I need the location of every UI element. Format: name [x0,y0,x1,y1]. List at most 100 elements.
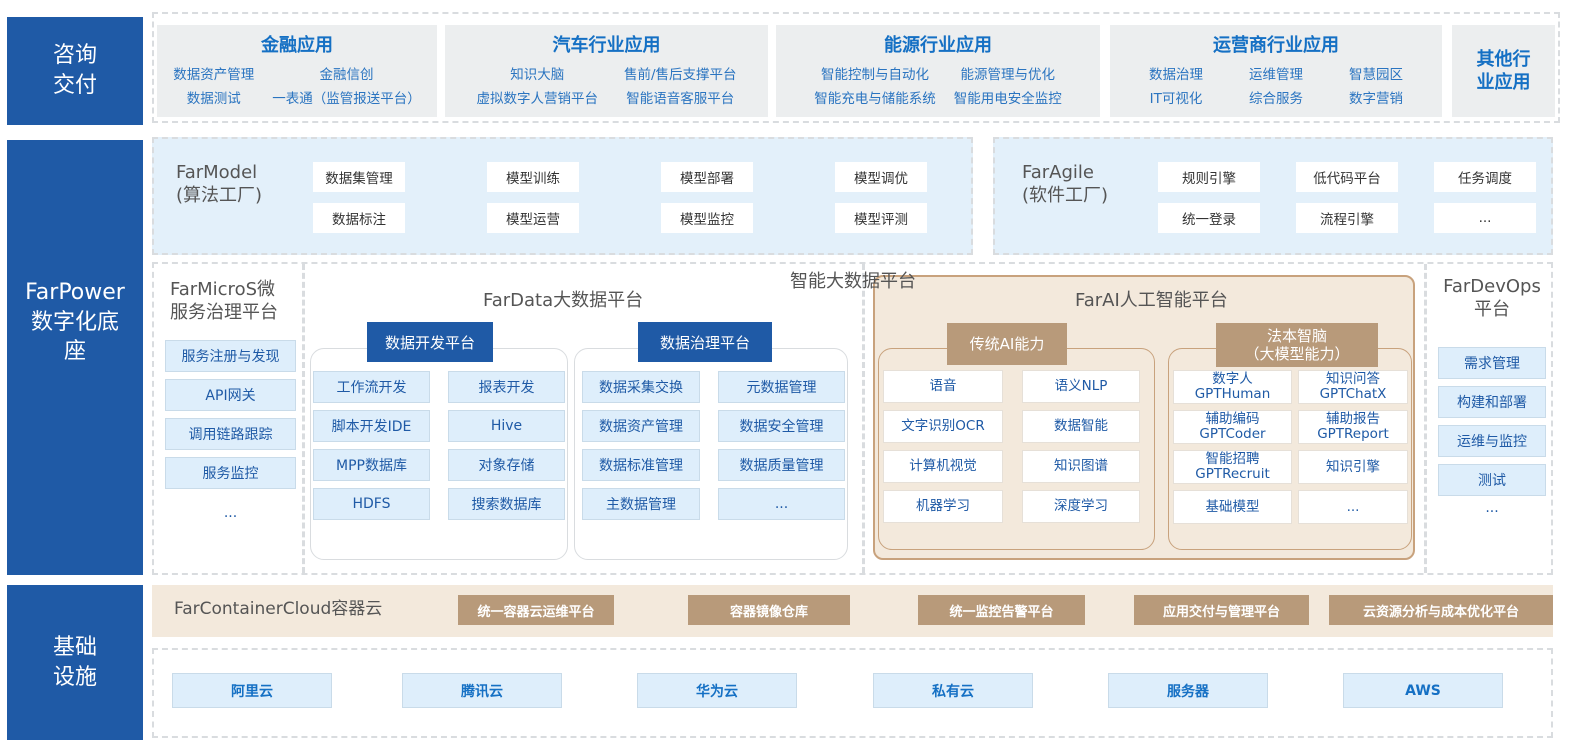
container-cloud-label: FarContainerCloud容器云 [174,599,383,619]
app-item: 知识大脑 [510,67,565,83]
farmodel-item-list: 数据集管理模型训练模型部署模型调优数据标注模型运营模型监控模型评测 [313,162,927,233]
container-item: 统一监控告警平台 [918,595,1085,625]
fardevops-item: 测试 [1438,464,1546,496]
fardevops-item-list: 需求管理构建和部署运维与监控测试 [1438,347,1546,496]
infra-item: 阿里云 [172,673,332,708]
fardevops-item: 构建和部署 [1438,386,1546,418]
app-item: 数据测试 [186,91,241,107]
app-item: 售前/售后支撑平台 [623,67,737,83]
brain-item: 知识问答 GPTChatX [1298,370,1408,404]
farmodel-item: 模型部署 [661,162,753,192]
data-dev-header: 数据开发平台 [367,322,493,362]
infra-item: AWS [1343,673,1503,708]
app-item: 智能用电安全监控 [953,91,1062,107]
faragile-item: 流程引擎 [1296,203,1398,233]
farmicros-item: 调用链路跟踪 [165,418,296,450]
app-title: 汽车行业应用 [552,35,661,56]
app-title: 其他行业应用 [1476,48,1531,93]
infra-panel [152,648,1553,738]
data-dev-item: 对象存储 [448,449,565,481]
farmodel-item: 数据标注 [313,203,405,233]
farmicros-label: FarMicroS微 服务治理平台 [170,279,278,324]
brain-item: 辅助编码 GPTCoder [1173,410,1292,444]
traditional-ai-item: 语义NLP [1022,370,1140,403]
farmodel-item: 模型监控 [661,203,753,233]
app-item: 数据资产管理 [173,67,255,83]
data-gov-item: 数据标准管理 [582,449,700,481]
app-item: 智能控制与自动化 [821,67,929,83]
farmodel-label: FarModel (算法工厂) [176,162,263,207]
bigdata-label: 智能大数据平台 [790,271,916,292]
brain-item: 数字人 GPTHuman [1173,370,1292,404]
faragile-item: 任务调度 [1434,162,1536,192]
app-item: 一表通（监管报送平台） [272,91,421,107]
app-item: 数字营销 [1349,91,1403,107]
app-item: 智慧园区 [1349,67,1403,83]
farmodel-item: 模型评测 [835,203,927,233]
fardevops-more: ... [1485,500,1499,516]
fardevops-label: FarDevOps 平台 [1443,276,1541,321]
traditional-ai-item: 数据智能 [1022,410,1140,443]
layer-delivery: 咨询 交付 [7,17,143,125]
traditional-ai-item: 深度学习 [1022,490,1140,523]
brain-item: 知识引擎 [1298,450,1408,484]
app-item: 数据治理 [1149,67,1203,83]
container-item: 云资源分析与成本优化平台 [1329,595,1553,625]
app-finance: 金融应用 数据资产管理 金融信创数据测试 一表通（监管报送平台） [157,25,437,117]
brain-header: 法本智脑 （大模型能力） [1216,323,1378,367]
app-item: 综合服务 [1249,91,1303,107]
farmodel-item: 模型运营 [487,203,579,233]
divider [302,264,305,573]
data-gov-item: 数据资产管理 [582,410,700,442]
app-energy: 能源行业应用 智能控制与自动化能源管理与优化智能充电与储能系统智能用电安全监控 [776,25,1100,117]
app-item: 智能语音客服平台 [626,91,735,107]
data-gov-item: 元数据管理 [718,371,845,403]
farmicros-item: API网关 [165,379,296,411]
farmicros-item: 服务监控 [165,457,296,489]
app-title: 能源行业应用 [884,35,992,56]
app-item: 能源管理与优化 [960,67,1056,83]
data-dev-item: 报表开发 [448,371,565,403]
data-gov-item: ... [718,488,845,520]
app-item: 金融信创 [319,67,374,83]
faragile-item: 低代码平台 [1296,162,1398,192]
app-item: IT可视化 [1149,91,1203,107]
faragile-item-list: 规则引擎低代码平台任务调度统一登录流程引擎... [1158,162,1536,233]
data-gov-item: 数据质量管理 [718,449,845,481]
traditional-ai-header: 传统AI能力 [947,323,1067,365]
container-item: 应用交付与管理平台 [1134,595,1309,625]
fardevops-item: 运维与监控 [1438,425,1546,457]
traditional-ai-item: 计算机视觉 [883,450,1003,483]
farmodel-item: 数据集管理 [313,162,405,192]
app-title: 运营商行业应用 [1213,35,1339,56]
farmicros-item: 服务注册与发现 [165,340,296,372]
container-item: 容器镜像仓库 [688,595,850,625]
brain-item: 辅助报告 GPTReport [1298,410,1408,444]
layer-farpower: FarPower 数字化底 座 [7,140,143,575]
data-gov-item: 主数据管理 [582,488,700,520]
brain-item: 基础模型 [1173,490,1292,524]
farai-title: FarAI人工智能平台 [1075,290,1228,311]
traditional-ai-item: 语音 [883,370,1003,403]
data-dev-item: 搜索数据库 [448,488,565,520]
app-other: 其他行业应用 [1452,25,1555,117]
layer-infra: 基础 设施 [7,585,143,740]
farmodel-item: 模型调优 [835,162,927,192]
container-cloud-panel: FarContainerCloud容器云 [152,585,1553,637]
platform-layer [152,262,1553,575]
application-layer [152,12,1560,123]
farmicros-item-list: 服务注册与发现 API网关调用链路跟踪服务监控 [165,340,296,489]
app-title: 金融应用 [261,35,333,56]
data-dev-item: HDFS [313,488,430,520]
app-item: 虚拟数字人营销平台 [476,91,598,107]
app-item-list: 知识大脑 售前/售后支撑平台虚拟数字人营销平台 智能语音客服平台 [476,63,736,107]
infra-item: 服务器 [1108,673,1268,708]
farmicros-more: ... [223,505,238,521]
app-item-list: 智能控制与自动化能源管理与优化智能充电与储能系统智能用电安全监控 [814,63,1062,107]
app-item-list: 数据资产管理 金融信创数据测试 一表通（监管报送平台） [173,63,421,107]
infra-item: 私有云 [873,673,1033,708]
